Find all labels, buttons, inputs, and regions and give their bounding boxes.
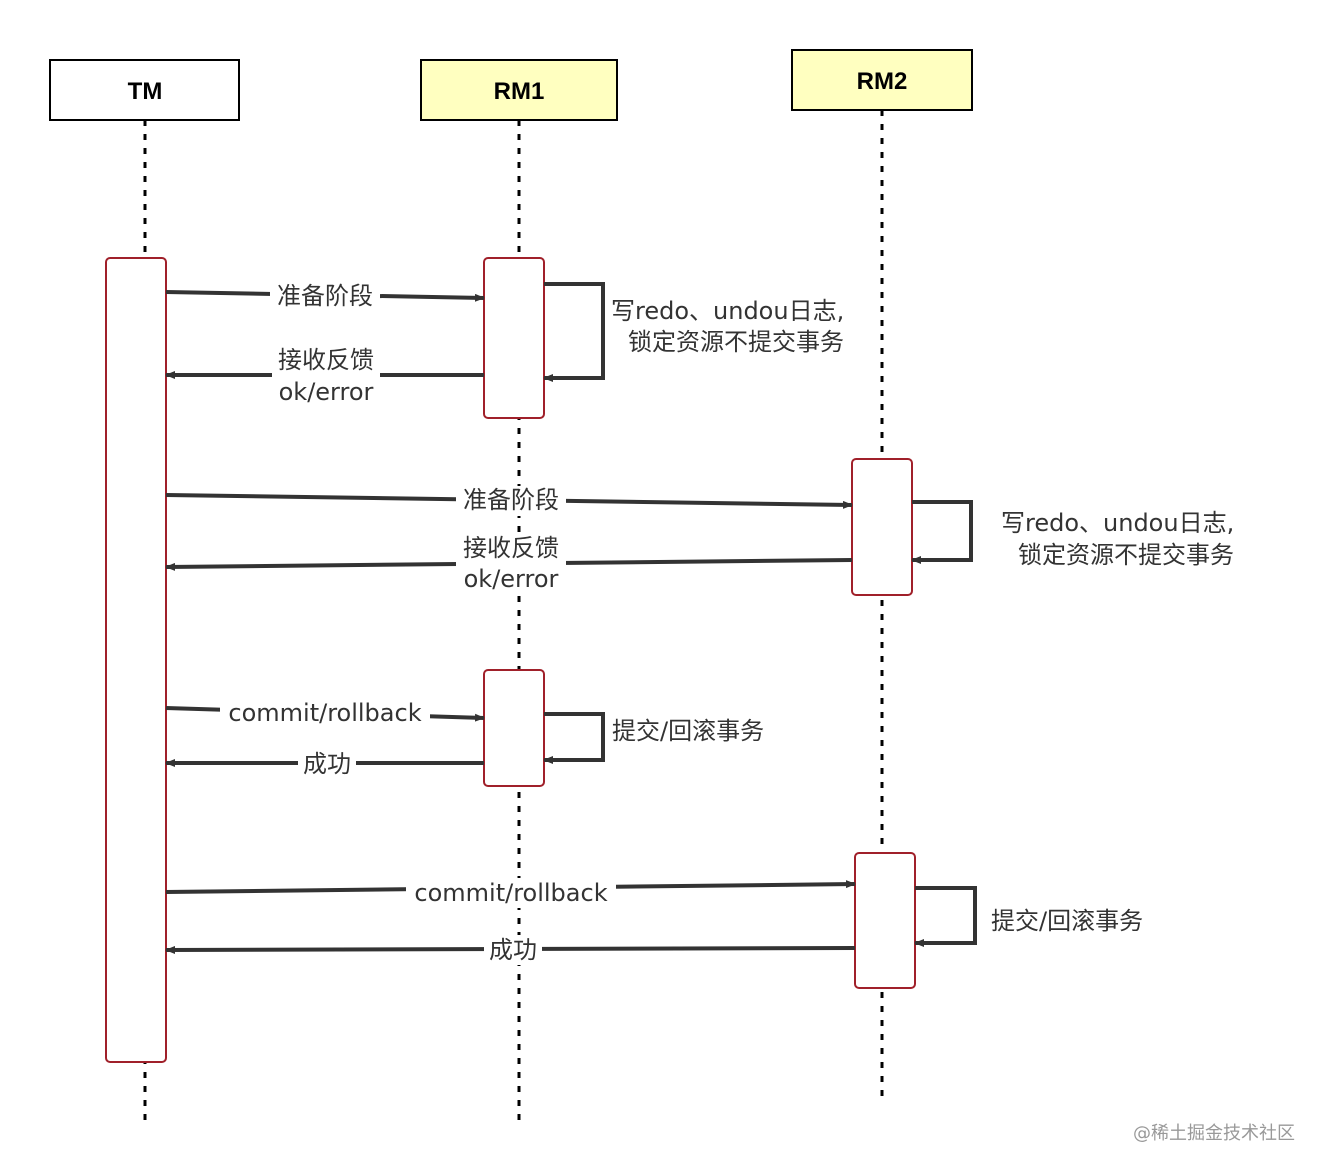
participant-tm-box <box>49 59 240 121</box>
success-rm2-label: 成功 <box>489 936 537 964</box>
participant-rm1-box <box>420 59 618 121</box>
participant-rm1-label: RM1 <box>494 78 545 105</box>
label-bg <box>220 698 430 728</box>
participant-tm-label: TM <box>128 78 163 105</box>
rm1-prepare-note-line2: 锁定资源不提交事务 <box>628 328 844 356</box>
commit-rm1-label: commit/rollback <box>228 699 421 727</box>
tm-activation <box>105 257 167 1063</box>
rm2-commit-note: 提交/回滚事务 <box>991 907 1143 935</box>
participant-rm2-label: RM2 <box>857 68 908 95</box>
prepare-rm2-label: 准备阶段 <box>463 486 559 514</box>
success-rm1-label: 成功 <box>303 750 351 778</box>
rm2-commit-self-arrow <box>914 886 977 947</box>
label-bg <box>406 878 616 908</box>
feedback-rm2-label-line2: ok/error <box>464 565 559 593</box>
feedback-rm1-label-line1: 接收反馈 <box>278 346 374 374</box>
label-bg <box>272 344 380 404</box>
rm1-prepare-self-arrow <box>543 282 605 382</box>
rm1-prepare-activation <box>483 257 545 419</box>
label-bg <box>298 749 356 779</box>
rm2-prepare-note-line2: 锁定资源不提交事务 <box>1018 541 1234 569</box>
feedback-rm1-label-line2: ok/error <box>279 378 374 406</box>
watermark: @稀土掘金技术社区 <box>1133 1123 1295 1144</box>
rm2-prepare-self-arrow <box>911 500 973 564</box>
rm2-prepare-activation <box>851 458 913 596</box>
label-bg <box>456 486 566 516</box>
participant-tm: TM <box>49 59 240 121</box>
rm1-commit-note: 提交/回滚事务 <box>612 717 764 745</box>
label-bg <box>270 280 380 310</box>
rm1-commit-activation <box>483 669 545 787</box>
participant-rm2: RM2 <box>791 49 973 111</box>
label-bg <box>484 935 542 965</box>
prepare-rm1-label: 准备阶段 <box>277 282 373 310</box>
participant-rm1: RM1 <box>420 59 618 121</box>
commit-rm2-label: commit/rollback <box>414 879 607 907</box>
label-bg <box>456 532 566 592</box>
rm1-commit-self-arrow <box>543 712 605 764</box>
rm2-commit-activation <box>854 852 916 989</box>
feedback-rm2-label-line1: 接收反馈 <box>463 534 559 562</box>
participant-rm2-box <box>791 49 973 111</box>
rm1-prepare-note-line1: 写redo、undou日志, <box>611 297 844 325</box>
rm2-prepare-note-line1: 写redo、undou日志, <box>1001 509 1234 537</box>
